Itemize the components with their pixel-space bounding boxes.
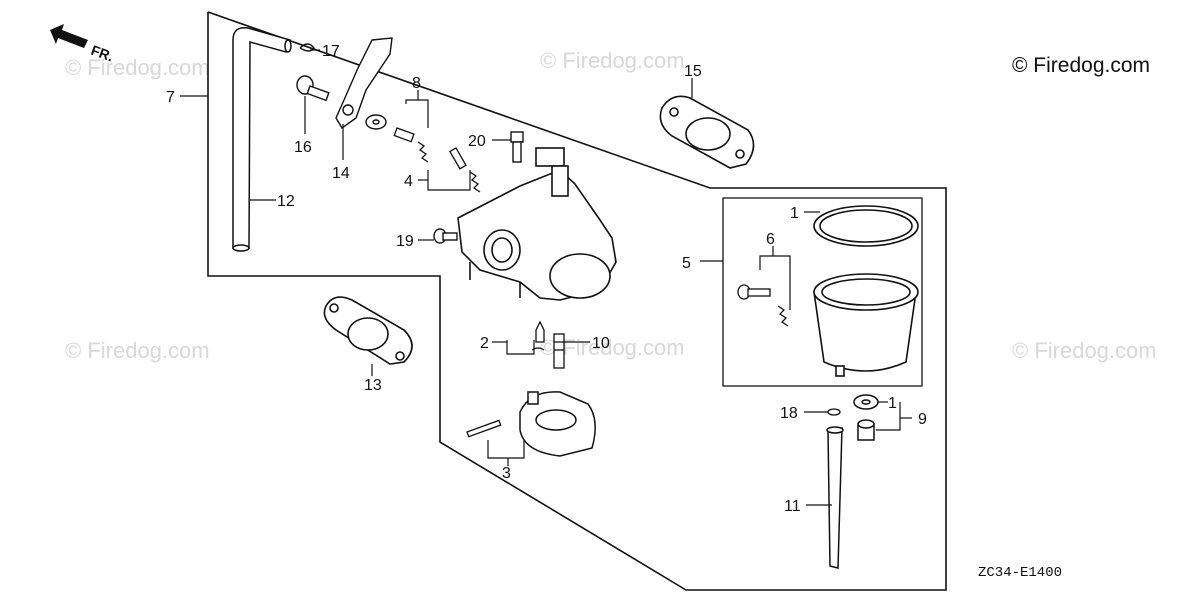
fuel-tube-part bbox=[232, 27, 292, 252]
callout-1b: 1 bbox=[888, 395, 897, 412]
callout-20: 20 bbox=[468, 133, 486, 150]
pilot-screw-set-part bbox=[449, 147, 481, 193]
main-jet-part bbox=[553, 333, 565, 369]
o-ring-part bbox=[813, 205, 919, 247]
callout-12: 12 bbox=[277, 193, 295, 210]
callout-10: 10 bbox=[592, 335, 610, 352]
insulator-gasket-part bbox=[323, 296, 413, 365]
bowl-screw-set-part bbox=[737, 284, 789, 327]
assembly-frame bbox=[207, 11, 947, 591]
callout-8: 8 bbox=[412, 75, 421, 92]
callout-9: 9 bbox=[918, 411, 927, 428]
drain-screw-part bbox=[433, 228, 458, 244]
float-valve-part bbox=[531, 320, 545, 351]
watermarks: © Firedog.com © Firedog.com © Firedog.co… bbox=[65, 48, 1157, 363]
callout-15: 15 bbox=[684, 63, 702, 80]
callout-14: 14 bbox=[332, 165, 350, 182]
watermark: © Firedog.com bbox=[65, 55, 210, 80]
front-marker-label: FR. bbox=[89, 42, 116, 65]
float-pin-part bbox=[466, 419, 502, 438]
callout-5: 5 bbox=[682, 255, 691, 272]
subassembly-frame bbox=[722, 197, 923, 387]
callout-6: 6 bbox=[766, 231, 775, 248]
callout-19: 19 bbox=[396, 233, 414, 250]
callout-2: 2 bbox=[480, 335, 489, 352]
callout-3: 3 bbox=[502, 465, 511, 482]
float-part bbox=[519, 391, 596, 457]
clip-part bbox=[299, 43, 315, 52]
diagram-code: ZC34-E1400 bbox=[978, 565, 1062, 581]
copyright-label: © Firedog.com bbox=[1012, 54, 1150, 77]
o-ring-small-part bbox=[827, 408, 841, 416]
washer-small-part bbox=[853, 394, 879, 410]
air-cleaner-gasket-part bbox=[659, 95, 755, 169]
screw-part bbox=[296, 75, 330, 102]
watermark: © Firedog.com bbox=[1012, 338, 1157, 363]
callouts: 7 12 17 16 14 8 4 20 19 15 13 1 5 6 2 10… bbox=[166, 43, 927, 515]
idle-screw-set-part bbox=[393, 127, 429, 163]
watermark: © Firedog.com bbox=[540, 48, 685, 73]
callout-1: 1 bbox=[790, 205, 799, 222]
float-bowl-part bbox=[813, 273, 919, 377]
callout-16: 16 bbox=[294, 139, 312, 156]
watermark: © Firedog.com bbox=[65, 338, 210, 363]
drain-bolt-part bbox=[857, 419, 875, 441]
callout-11: 11 bbox=[784, 498, 801, 515]
callout-7: 7 bbox=[166, 89, 175, 106]
callout-4: 4 bbox=[404, 173, 413, 190]
front-arrow-icon: FR. bbox=[50, 24, 116, 65]
carburetor-body-part bbox=[457, 147, 617, 301]
callout-17: 17 bbox=[322, 43, 340, 60]
callout-13: 13 bbox=[364, 377, 382, 394]
leader-lines bbox=[180, 49, 912, 506]
drain-tube-part bbox=[826, 426, 844, 569]
washer-part bbox=[365, 114, 387, 130]
choke-lever-part bbox=[335, 37, 393, 130]
throttle-stop-screw-part bbox=[510, 131, 524, 163]
callout-18: 18 bbox=[780, 405, 798, 422]
